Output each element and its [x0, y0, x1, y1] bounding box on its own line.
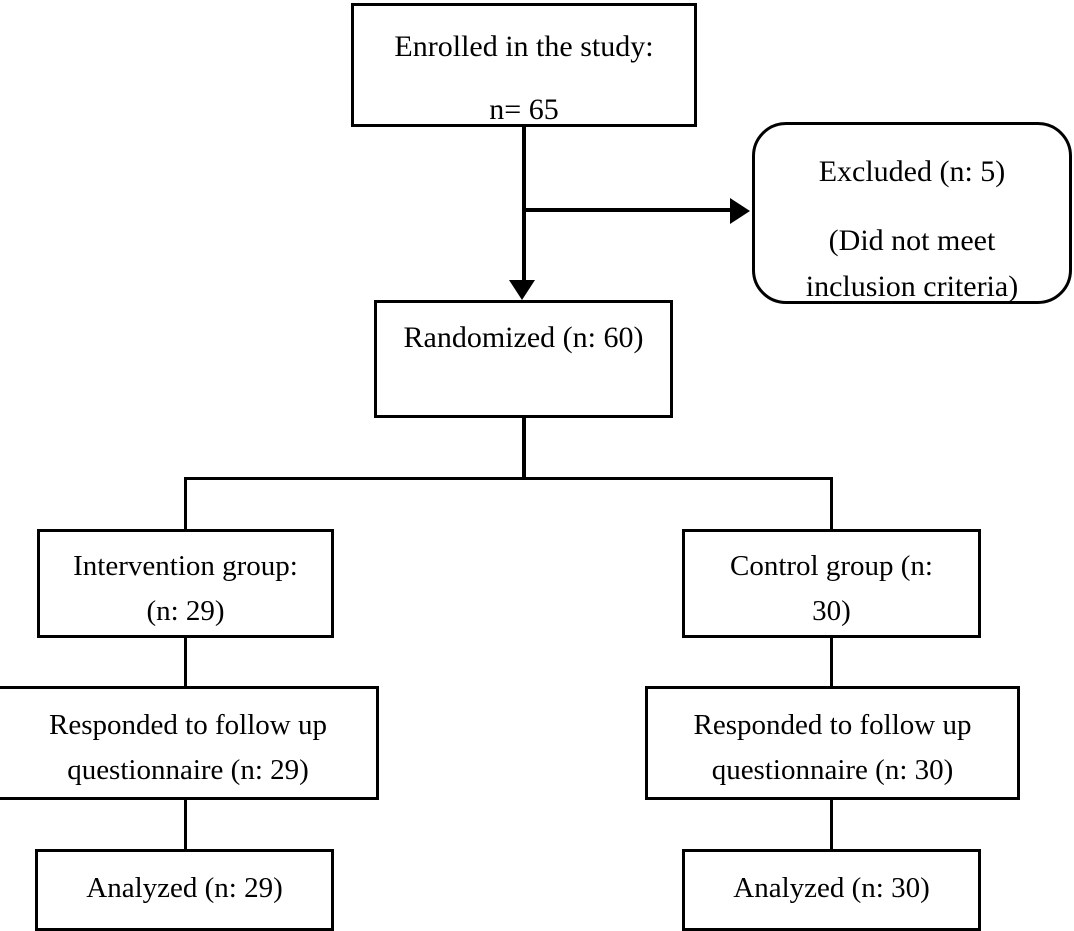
spacer	[354, 71, 694, 87]
connector-enrolled-to-randomized	[522, 126, 526, 286]
spacer	[755, 196, 1069, 218]
node-control-line2: 30)	[812, 594, 851, 627]
connector-control-to-followup	[830, 638, 833, 688]
node-followup-right-line1: Responded to follow up	[693, 709, 972, 741]
node-randomized: Randomized (n: 60)	[374, 300, 673, 418]
connector-split-to-intervention	[184, 477, 187, 532]
node-analyzed-intervention: Analyzed (n: 29)	[35, 849, 334, 931]
connector-followup-to-analyzed-right	[830, 800, 833, 851]
arrowhead-down-to-randomized	[509, 280, 535, 300]
arrowhead-right-to-excluded	[730, 198, 750, 224]
node-excluded-line3: inclusion criteria)	[805, 270, 1019, 303]
node-followup-intervention: Responded to follow up questionnaire (n:…	[0, 686, 379, 800]
node-analyzed-control: Analyzed (n: 30)	[682, 849, 981, 931]
node-followup-right-line2: questionnaire (n: 30)	[711, 753, 954, 786]
connector-randomized-split-bar	[184, 477, 833, 480]
node-excluded-line2: (Did not meet	[828, 223, 996, 257]
node-intervention-line1: Intervention group:	[73, 550, 298, 582]
node-control-group: Control group (n: 30)	[682, 529, 981, 638]
node-analyzed-right-line1: Analyzed (n: 30)	[733, 872, 930, 904]
node-excluded: Excluded (n: 5) (Did not meet inclusion …	[752, 122, 1072, 304]
node-followup-left-line1: Responded to follow up	[49, 709, 327, 741]
connector-intervention-to-followup	[184, 638, 187, 688]
connector-enrolled-to-excluded	[524, 208, 732, 212]
node-followup-control: Responded to follow up questionnaire (n:…	[645, 686, 1020, 800]
connector-followup-to-analyzed-left	[184, 800, 187, 851]
node-intervention-line2: (n: 29)	[146, 594, 225, 627]
node-randomized-line1: Randomized (n: 60)	[403, 321, 644, 354]
node-followup-left-line2: questionnaire (n: 29)	[67, 753, 309, 786]
node-analyzed-left-line1: Analyzed (n: 29)	[86, 872, 283, 904]
node-control-line1: Control group (n:	[730, 550, 933, 582]
node-enrolled-line1: Enrolled in the study:	[394, 30, 654, 63]
node-enrolled-line2: n= 65	[489, 92, 559, 126]
connector-split-to-control	[830, 477, 833, 532]
connector-randomized-stem	[522, 417, 526, 480]
node-enrolled: Enrolled in the study: n= 65	[351, 3, 697, 127]
node-intervention-group: Intervention group: (n: 29)	[37, 529, 334, 638]
node-excluded-line1: Excluded (n: 5)	[818, 155, 1006, 188]
